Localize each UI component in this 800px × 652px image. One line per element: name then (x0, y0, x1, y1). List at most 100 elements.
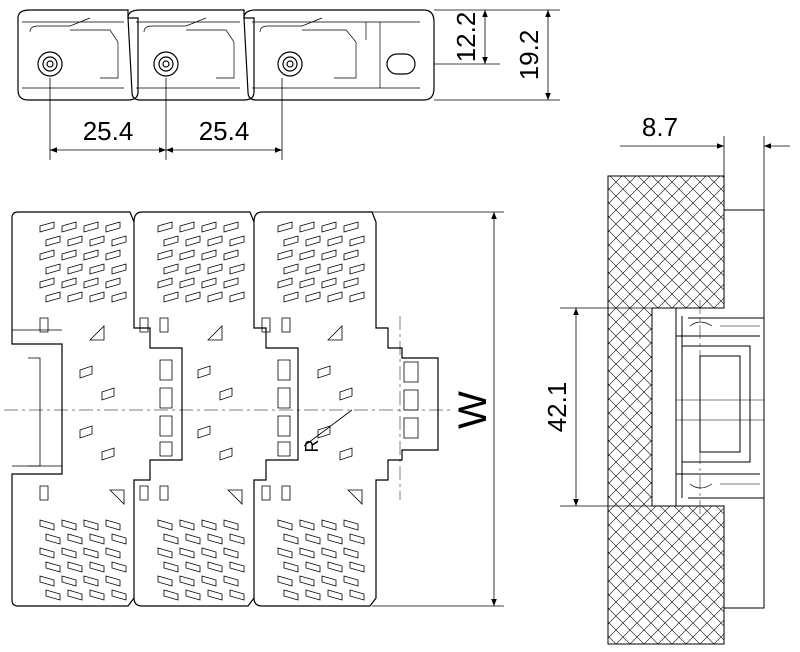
perforation-slot (39, 221, 55, 233)
perforation-slot (283, 263, 299, 275)
perforation-slot (299, 221, 315, 233)
guide-width-label: 42.1 (542, 382, 572, 433)
perforation-slot (305, 263, 321, 275)
perforation-slot (207, 235, 223, 247)
side-view (17, 9, 435, 101)
perforation-slot (179, 519, 195, 531)
perforation-slot (321, 547, 337, 559)
pitch-label-2: 25.4 (199, 116, 250, 146)
perforation-slot (83, 519, 99, 531)
perforation-slot (219, 387, 233, 401)
perforation-slot (327, 263, 343, 275)
perforation-slot (305, 235, 321, 247)
offset-label: 8.7 (642, 112, 678, 142)
perforation-slot (207, 263, 223, 275)
perforation-slot (197, 365, 211, 379)
perforation-slot (277, 575, 293, 587)
perforation-slot (185, 291, 201, 303)
perforation-slot (223, 575, 239, 587)
perforation-slot (201, 547, 217, 559)
perforation-slot (111, 561, 127, 573)
perforation-slot (67, 291, 83, 303)
perforation-slot (111, 235, 127, 247)
perforation-slot (223, 547, 239, 559)
perforation-slot (207, 589, 223, 601)
perforation-slot (105, 277, 121, 289)
guide-rail-hatched (607, 175, 725, 645)
perforation-slot (229, 589, 245, 601)
perforation-slot (61, 221, 77, 233)
rib-triangle (347, 489, 363, 505)
perforation-slot (299, 519, 315, 531)
perforation-slot (67, 235, 83, 247)
perforation-slot (157, 547, 173, 559)
perforation-slot (179, 277, 195, 289)
perforation-slot (185, 589, 201, 601)
perforation-slot (277, 249, 293, 261)
perforation-slot (61, 519, 77, 531)
side-link-2 (127, 9, 255, 101)
perforation-slot (83, 575, 99, 587)
perforation-slot (157, 519, 173, 531)
perforation-slot (79, 425, 93, 439)
perforation-slot (83, 547, 99, 559)
module-3 (253, 211, 439, 607)
perforation-slot (45, 533, 61, 545)
perforation-slot (229, 533, 245, 545)
pin-hole-1-outer (37, 51, 63, 77)
perforation-slot (45, 235, 61, 247)
perforation-slot (321, 249, 337, 261)
perforation-slot (105, 221, 121, 233)
perforation-slot (277, 221, 293, 233)
radius-label: R (302, 440, 322, 453)
perforation-slot (317, 365, 331, 379)
perforation-slot (343, 221, 359, 233)
perforation-slot (283, 235, 299, 247)
perforation-slot (111, 589, 127, 601)
perforation-slot (327, 291, 343, 303)
perforation-slot (349, 263, 365, 275)
perforation-slot (299, 249, 315, 261)
perforation-slot (343, 575, 359, 587)
perforation-slot (321, 575, 337, 587)
perforation-slot (283, 291, 299, 303)
perforation-slot (179, 547, 195, 559)
perforation-slot (229, 561, 245, 573)
side-link-3 (243, 9, 435, 101)
perforation-slot (179, 221, 195, 233)
perforation-slot (105, 547, 121, 559)
rib-triangle (327, 325, 343, 341)
perforation-slot (39, 575, 55, 587)
perforation-slot (223, 519, 239, 531)
perforation-slot (299, 575, 315, 587)
perforation-slot (343, 277, 359, 289)
perforation-slot (343, 519, 359, 531)
perforation-slot (45, 263, 61, 275)
perforation-slot (339, 387, 353, 401)
perforation-slot (45, 589, 61, 601)
perforation-slot (179, 249, 195, 261)
perforation-slot (105, 519, 121, 531)
perforation-slot (219, 447, 233, 461)
perforation-slot (305, 561, 321, 573)
perforation-slot (327, 561, 343, 573)
perforation-slot (163, 589, 179, 601)
perforation-slot (61, 277, 77, 289)
perforation-slot (321, 221, 337, 233)
perforation-slot (283, 561, 299, 573)
perforation-slot (229, 263, 245, 275)
pitch-label-1: 25.4 (83, 116, 134, 146)
perforation-slot (197, 425, 211, 439)
perforation-slot (163, 533, 179, 545)
perforation-slot (349, 235, 365, 247)
guide-section-view (607, 175, 765, 645)
perforation-slot (101, 387, 115, 401)
width-label: W (451, 391, 495, 429)
perforation-slot (163, 263, 179, 275)
perforation-slot (111, 291, 127, 303)
perforation-slot (163, 291, 179, 303)
perforation-slot (157, 221, 173, 233)
perforation-slot (105, 575, 121, 587)
perforation-slot (89, 561, 105, 573)
